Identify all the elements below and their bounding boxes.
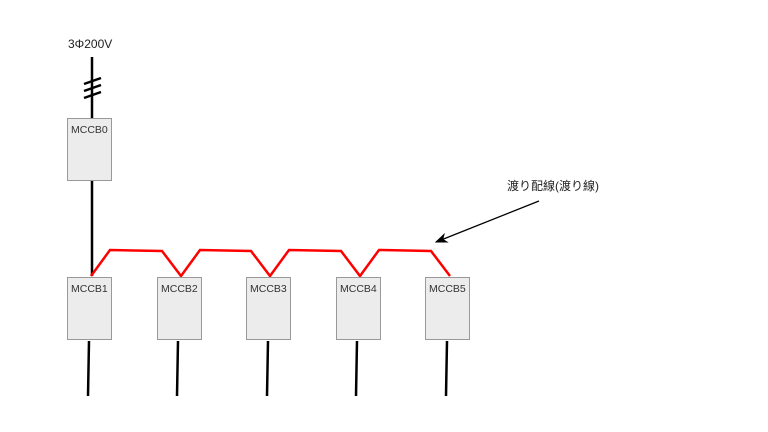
breaker-label: MCCB2: [161, 283, 198, 295]
jumper-wire: [89, 248, 451, 279]
breaker-mccb1: MCCB1: [67, 277, 112, 340]
breaker-mccb4: MCCB4: [336, 277, 381, 340]
branch-output-lines: [86, 340, 449, 397]
breaker-label: MCCB4: [340, 283, 377, 295]
breaker-mccb2: MCCB2: [157, 277, 202, 340]
breaker-label: MCCB5: [429, 283, 466, 295]
breaker-label: MCCB0: [71, 124, 108, 136]
jumper-wire-annotation: 渡り配線(渡り線): [507, 179, 599, 193]
three-phase-ticks: [83, 76, 102, 100]
breaker-mccb0: MCCB0: [67, 118, 112, 181]
breaker-mccb3: MCCB3: [246, 277, 291, 340]
breaker-label: MCCB1: [71, 283, 108, 295]
supply-label: 3Φ200V: [68, 37, 113, 51]
breaker-mccb5: MCCB5: [425, 277, 470, 340]
breaker-label: MCCB3: [250, 283, 287, 295]
annotation-arrow: [434, 200, 540, 243]
